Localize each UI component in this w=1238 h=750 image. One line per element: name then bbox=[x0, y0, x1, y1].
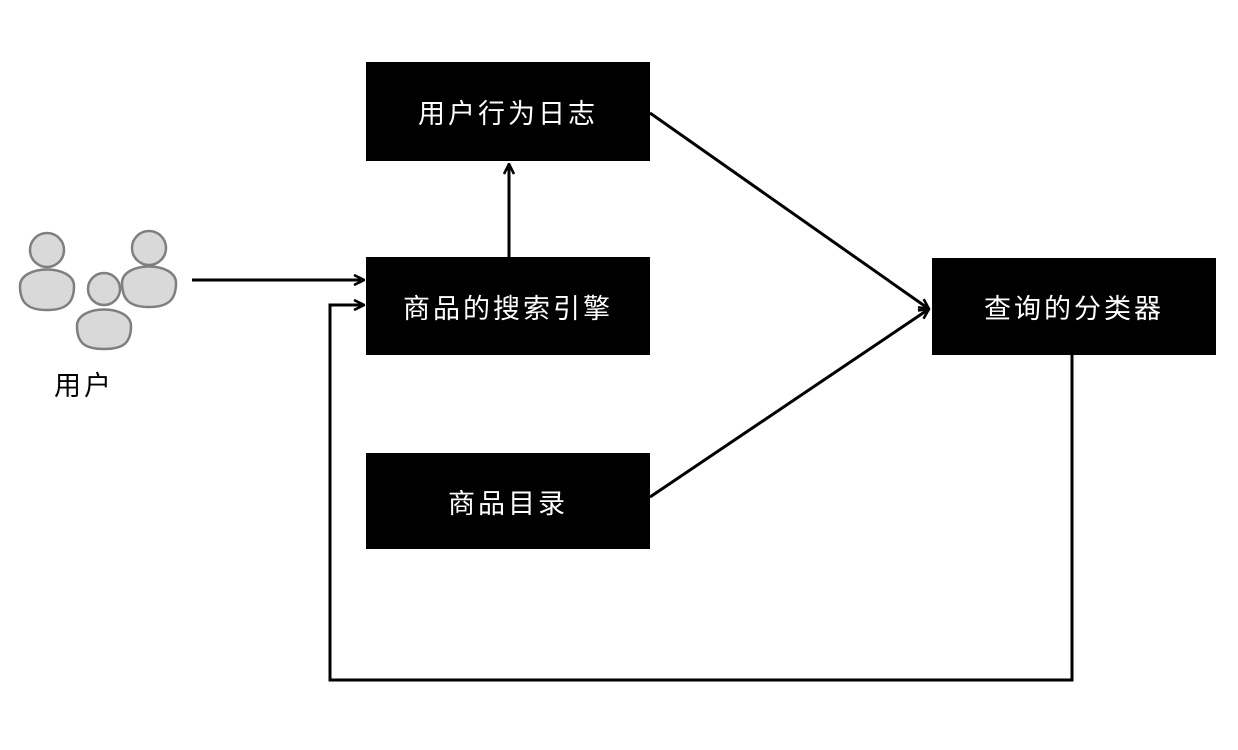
user-label: 用户 bbox=[54, 371, 114, 402]
edge-log-to-classifier bbox=[649, 111, 929, 309]
query-classifier-node: 查询的分类器 bbox=[932, 258, 1216, 355]
edge-classifier-to-search bbox=[328, 305, 1074, 682]
edge-catalog-to-classifier bbox=[649, 309, 929, 499]
user-person-front-icon bbox=[75, 271, 133, 351]
behavior-log-node: 用户行为日志 bbox=[366, 62, 650, 161]
user-person-right-icon bbox=[120, 229, 178, 309]
user-person-left-icon bbox=[18, 231, 76, 312]
product-catalog-node: 商品目录 bbox=[366, 453, 650, 549]
user-group-icon bbox=[18, 229, 178, 351]
search-engine-node: 商品的搜索引擎 bbox=[366, 257, 650, 355]
